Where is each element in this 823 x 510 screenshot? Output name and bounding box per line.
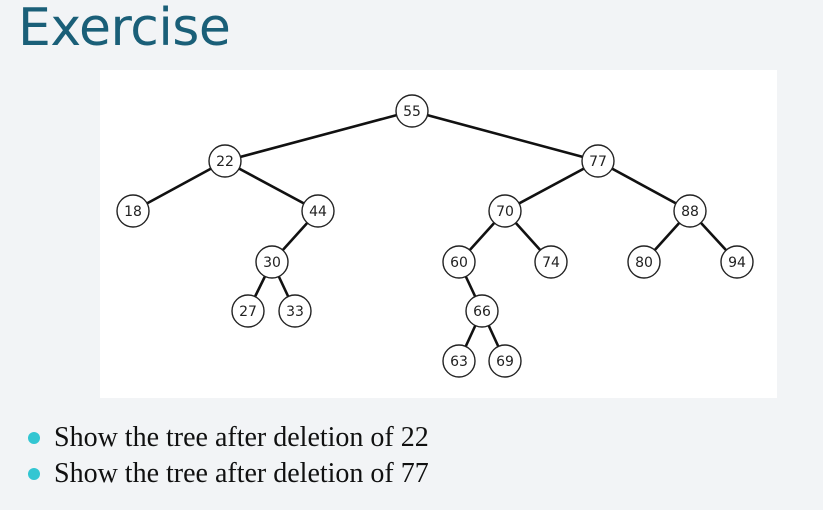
edge-55-77 — [411, 109, 599, 163]
tree-node-66: 66 — [465, 294, 499, 328]
node-label: 66 — [473, 304, 491, 320]
tree-node-77: 77 — [581, 144, 615, 178]
bullet-item: Show the tree after deletion of 22 — [28, 420, 429, 456]
node-label: 60 — [450, 255, 468, 271]
edge-55-22 — [224, 109, 413, 163]
node-circle — [488, 344, 522, 378]
tree-nodes: 55 22 77 18 44 70 88 30 60 74 80 94 27 33 66 63 69 — [116, 94, 754, 378]
node-label: 30 — [263, 255, 281, 271]
node-circle — [116, 194, 150, 228]
tree-node-60: 60 — [442, 245, 476, 279]
tree-node-88: 88 — [673, 194, 707, 228]
tree-node-30: 30 — [255, 245, 289, 279]
tree-diagram-panel — [100, 70, 777, 398]
node-circle — [442, 344, 476, 378]
node-label: 33 — [286, 304, 304, 320]
tree-node-80: 80 — [627, 245, 661, 279]
tree-node-44: 44 — [301, 194, 335, 228]
tree-node-74: 74 — [534, 245, 568, 279]
edge-77-70 — [504, 159, 599, 213]
tree-node-94: 94 — [720, 245, 754, 279]
node-label: 63 — [450, 354, 468, 370]
node-circle — [465, 294, 499, 328]
node-label: 70 — [496, 204, 514, 220]
bullet-text: Show the tree after deletion of 22 — [54, 422, 429, 453]
node-label: 80 — [635, 255, 653, 271]
node-circle — [488, 194, 522, 228]
node-circle — [278, 294, 312, 328]
node-label: 77 — [589, 154, 607, 170]
node-circle — [627, 245, 661, 279]
bullet-text: Show the tree after deletion of 77 — [54, 458, 429, 489]
node-circle — [534, 245, 568, 279]
node-circle — [255, 245, 289, 279]
bullet-icon — [28, 468, 40, 480]
tree-node-70: 70 — [488, 194, 522, 228]
edge-77-88 — [597, 159, 691, 213]
node-label: 44 — [309, 204, 327, 220]
node-circle — [395, 94, 429, 128]
node-circle — [581, 144, 615, 178]
node-label: 18 — [124, 204, 142, 220]
node-label: 55 — [403, 104, 421, 120]
node-circle — [720, 245, 754, 279]
node-label: 74 — [542, 255, 560, 271]
node-label: 88 — [681, 204, 699, 220]
node-circle — [231, 294, 265, 328]
edge-22-18 — [132, 159, 226, 213]
tree-node-22: 22 — [208, 144, 242, 178]
tree-node-33: 33 — [278, 294, 312, 328]
slide-title: Exercise — [18, 0, 231, 58]
tree-node-63: 63 — [442, 344, 476, 378]
tree-node-18: 18 — [116, 194, 150, 228]
node-label: 94 — [728, 255, 746, 271]
node-circle — [208, 144, 242, 178]
tree-node-69: 69 — [488, 344, 522, 378]
bullet-item: Show the tree after deletion of 77 — [28, 456, 429, 492]
node-label: 69 — [496, 354, 514, 370]
node-label: 27 — [239, 304, 257, 320]
tree-node-55: 55 — [395, 94, 429, 128]
bullet-icon — [28, 432, 40, 444]
node-circle — [301, 194, 335, 228]
edge-22-44 — [224, 159, 319, 213]
node-circle — [442, 245, 476, 279]
node-circle — [673, 194, 707, 228]
node-label: 22 — [216, 154, 234, 170]
bullet-list: Show the tree after deletion of 22 Show … — [28, 420, 429, 492]
tree-node-27: 27 — [231, 294, 265, 328]
